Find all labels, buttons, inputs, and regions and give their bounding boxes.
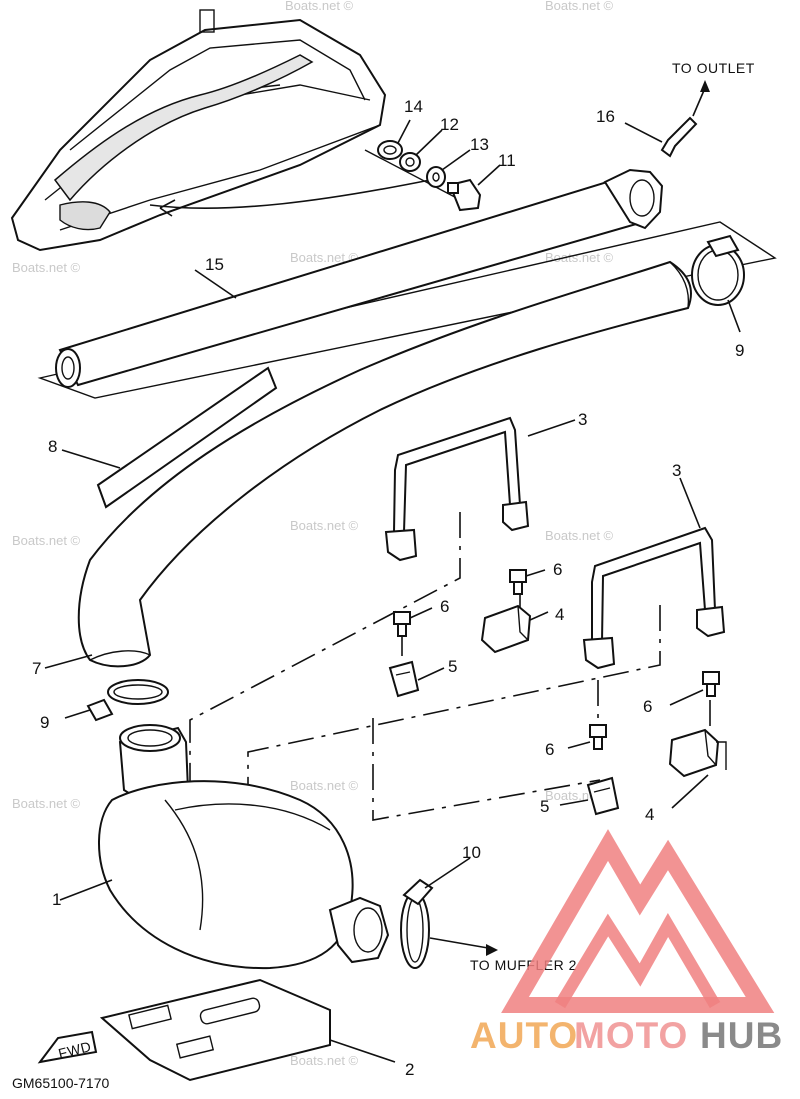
callout-3: 3 [578, 410, 587, 429]
part-11-fitting [447, 164, 501, 212]
watermark: Boats.net © [545, 528, 614, 543]
part-7-hose [44, 260, 692, 669]
to-muffler-note: TO MUFFLER 2 [470, 957, 577, 973]
part-9-clamp-upper [691, 234, 745, 333]
watermark: Boats.net © [12, 796, 81, 811]
brand-moto: MOTO [574, 1015, 688, 1056]
callout-9: 9 [735, 341, 744, 360]
callout-7: 7 [32, 659, 41, 678]
watermark: Boats.net © [12, 533, 81, 548]
to-outlet-note: TO OUTLET [672, 60, 755, 76]
callout-6: 6 [553, 560, 562, 579]
watercraft-hull-sketch [10, 9, 431, 252]
part-13-washer [426, 149, 471, 188]
watermark: Boats.net © [290, 250, 359, 265]
brand-auto: AUTO [470, 1015, 578, 1056]
callout-1: 1 [52, 890, 61, 909]
watermark: Boats.net © [290, 778, 359, 793]
callout-5: 5 [448, 657, 457, 676]
callout-labels: 1 2 3 3 4 4 5 5 6 6 6 6 7 8 9 9 10 11 12… [32, 97, 744, 1079]
part-15-exhaust-pipe [55, 168, 664, 388]
callout-5: 5 [540, 797, 549, 816]
callout-15: 15 [205, 255, 224, 274]
callout-14: 14 [404, 97, 423, 116]
watermark: Boats.net © [290, 1053, 359, 1068]
callout-6: 6 [440, 597, 449, 616]
callout-10: 10 [462, 843, 481, 862]
callout-12: 12 [440, 115, 459, 134]
part-16-nipple [624, 80, 710, 158]
callout-13: 13 [470, 135, 489, 154]
automotohub-logo: AUTO MOTO HUB [470, 829, 783, 1056]
part-4-mount-a [480, 604, 549, 654]
part-9-clamp-lower [64, 679, 169, 722]
part-6-bolt-c [669, 671, 720, 706]
watermark: Boats.net © [290, 518, 359, 533]
diagram-code: GM65100-7170 [12, 1075, 110, 1091]
callout-4: 4 [555, 605, 564, 624]
callout-2: 2 [405, 1060, 414, 1079]
part-3-bracket-right [582, 477, 726, 670]
callout-4: 4 [645, 805, 654, 824]
watermark: Boats.net © [285, 0, 354, 13]
part-10-clamp [400, 857, 498, 969]
part-12-nut [399, 129, 443, 172]
part-14-clamp [377, 119, 411, 160]
part-5-clip-b [559, 776, 620, 816]
fwd-label: FWD [57, 1038, 93, 1062]
brand-hub: HUB [700, 1015, 783, 1056]
callout-11: 11 [498, 151, 516, 170]
part-5-clip-a [388, 660, 445, 698]
part-4-mount-b [668, 728, 727, 809]
watermark: Boats.net © [545, 250, 614, 265]
fwd-arrow-icon: FWD [37, 1030, 98, 1064]
watermark: Boats.net © [12, 260, 81, 275]
part-6-bolt-b [393, 607, 433, 637]
part-1-muffler [59, 724, 390, 970]
callout-3: 3 [672, 461, 681, 480]
part-8-strip [61, 366, 278, 509]
callout-8: 8 [48, 437, 57, 456]
callout-6: 6 [545, 740, 554, 759]
part-6-bolt-d [567, 724, 607, 750]
fitting-group-line [364, 149, 471, 206]
watermark: Boats.net © [545, 0, 614, 13]
callout-9: 9 [40, 713, 49, 732]
part-2-plate [99, 978, 396, 1082]
callout-16: 16 [596, 107, 615, 126]
callout-6: 6 [643, 697, 652, 716]
hose-area-outline [37, 221, 777, 399]
part-6-bolt-a [509, 569, 546, 595]
part-3-bracket-left [384, 416, 576, 562]
